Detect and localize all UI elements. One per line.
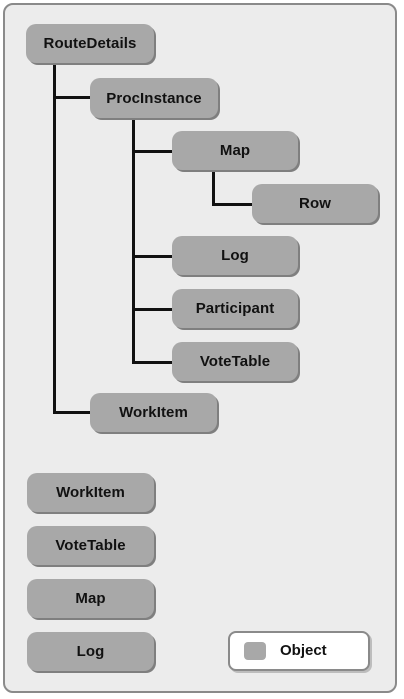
legend-object-swatch: [244, 642, 266, 660]
standalone-vote-table: VoteTable: [27, 526, 154, 565]
standalone-map: Map: [27, 579, 154, 618]
connector-procinstance-log: [132, 255, 172, 258]
node-proc-instance: ProcInstance: [90, 78, 218, 118]
connector-procinstance-participant: [132, 308, 172, 311]
node-work-item: WorkItem: [90, 393, 217, 432]
connector-procinstance-map: [132, 150, 172, 153]
legend-object-label: Object: [280, 642, 327, 659]
node-vote-table: VoteTable: [172, 342, 298, 381]
node-route-details: RouteDetails: [26, 24, 154, 63]
node-log: Log: [172, 236, 298, 275]
connector-map-row: [212, 203, 252, 206]
connector-routedetails-procinstance: [53, 96, 90, 99]
connector-trunk-routedetails: [53, 63, 56, 413]
standalone-work-item: WorkItem: [27, 473, 154, 512]
connector-trunk-map: [212, 170, 215, 206]
connector-routedetails-workitem: [53, 411, 90, 414]
standalone-log: Log: [27, 632, 154, 671]
node-participant: Participant: [172, 289, 298, 328]
node-map: Map: [172, 131, 298, 170]
connector-trunk-procinstance: [132, 118, 135, 364]
connector-procinstance-votetable: [132, 361, 172, 364]
legend: Object: [228, 631, 370, 671]
node-row: Row: [252, 184, 378, 223]
